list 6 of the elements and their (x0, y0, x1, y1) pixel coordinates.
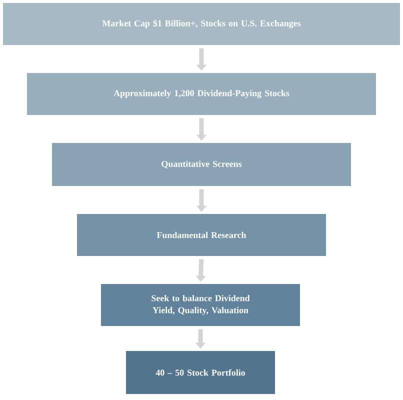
process-box: Fundamental Research (77, 214, 326, 256)
process-box: 40 – 50 Stock Portfolio (126, 351, 275, 394)
process-box: Approximately 1,200 Dividend-Paying Stocks (27, 73, 376, 115)
process-box: Quantitative Screens (52, 143, 351, 186)
process-box: Market Cap $1 Billion+, Stocks on U.S. Exchanges (3, 3, 400, 45)
process-box: Seek to balance Dividend Yield, Quality, Valuation (101, 284, 300, 326)
